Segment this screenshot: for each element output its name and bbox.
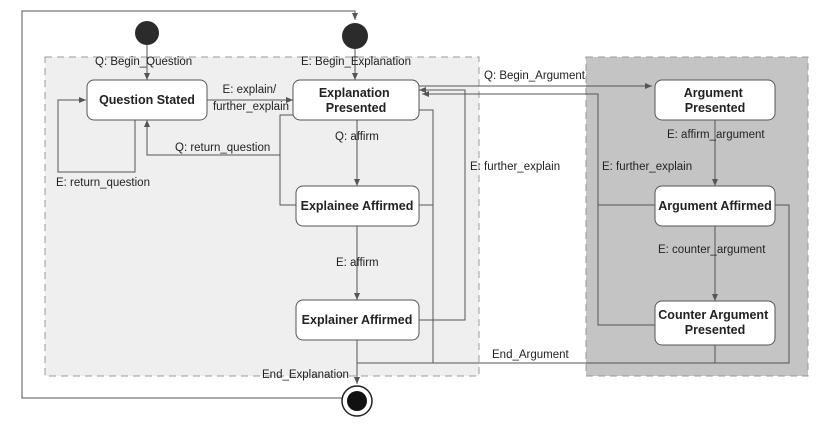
state-counter-argument-presented bbox=[654, 300, 776, 346]
edge-counter-back bbox=[597, 205, 655, 326]
edge-further-explain-right bbox=[422, 91, 655, 206]
label-begin-explanation: E: Begin_Explanation bbox=[301, 56, 411, 68]
label-return-question-e: E: return_question bbox=[56, 177, 150, 189]
label-affirm-e: E: affirm bbox=[336, 257, 379, 269]
label-further-explain-right: E: further_explain bbox=[602, 161, 692, 173]
state-question-stated-label: Question Stated bbox=[99, 93, 195, 107]
label-return-question-q: Q: return_question bbox=[175, 142, 270, 154]
state-explanation-presented-label: Explanation Presented bbox=[319, 86, 393, 115]
label-explain: E: explain/ further_explain bbox=[213, 84, 289, 113]
state-explainer-affirmed-label: Explainer Affirmed bbox=[302, 313, 413, 327]
state-argument-affirmed bbox=[654, 185, 776, 227]
state-explanation-presented bbox=[292, 79, 420, 121]
edge-return-question-e bbox=[57, 97, 136, 173]
label-begin-question: Q: Begin_Question bbox=[95, 56, 192, 68]
edge-further-explain-left bbox=[419, 87, 466, 321]
state-argument-presented bbox=[654, 79, 776, 121]
final-node-core bbox=[347, 391, 367, 411]
label-affirm-argument: E: affirm_argument bbox=[667, 129, 765, 141]
label-begin-argument: Q: Begin_Argument bbox=[484, 70, 586, 82]
state-explainee-affirmed bbox=[295, 185, 420, 227]
state-counter-argument-presented-label: Counter Argument Presented bbox=[658, 308, 771, 337]
state-explainee-affirmed-label: Explainee Affirmed bbox=[301, 199, 414, 213]
state-argument-affirmed-label: Argument Affirmed bbox=[658, 199, 771, 213]
label-end-explanation: End_Explanation bbox=[262, 369, 349, 381]
edge-explanation-down-right bbox=[357, 109, 434, 364]
label-affirm-q: Q: affirm bbox=[335, 131, 379, 143]
outer-loop-edge bbox=[21, 10, 358, 399]
state-explainer-affirmed bbox=[295, 299, 420, 341]
label-further-explain-left: E: further_explain bbox=[470, 161, 560, 173]
edge-explainee-back bbox=[279, 114, 296, 206]
label-counter-argument: E: counter_argument bbox=[658, 244, 766, 256]
label-end-argument: End_Argument bbox=[492, 349, 570, 361]
state-question-stated bbox=[86, 79, 208, 121]
state-argument-presented-label: Argument Presented bbox=[684, 86, 747, 115]
initial-node-explanation bbox=[342, 23, 368, 49]
edge-argument-affirmed-out bbox=[433, 204, 790, 364]
initial-node-question bbox=[135, 21, 159, 45]
